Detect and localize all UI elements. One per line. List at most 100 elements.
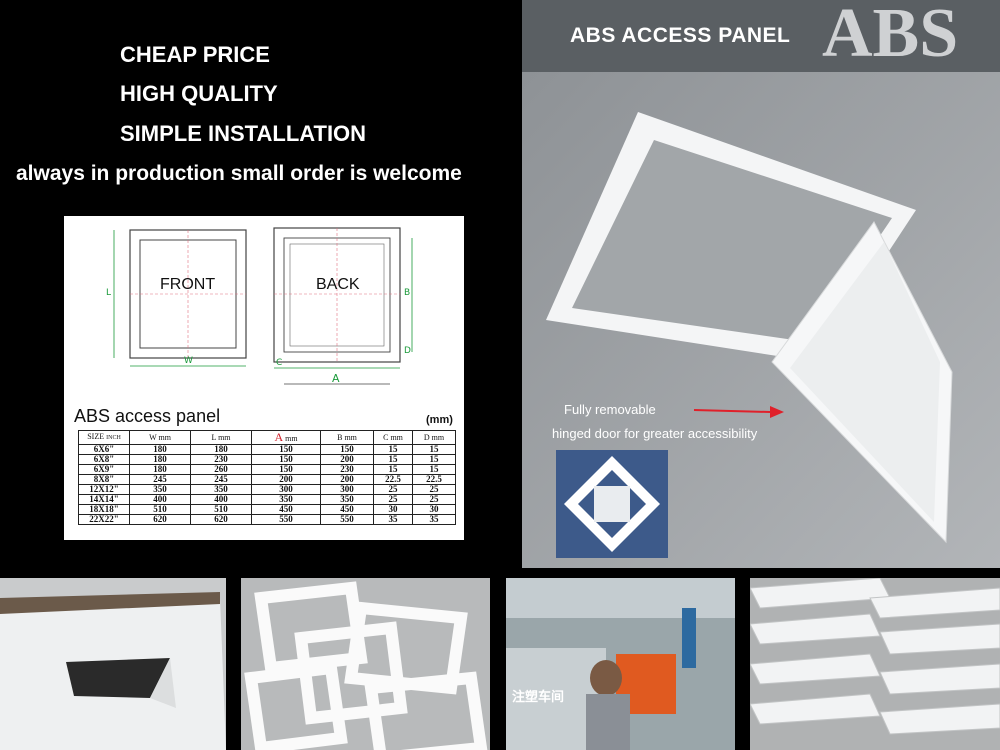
photo-installed-ceiling bbox=[0, 578, 226, 750]
table-cell: 15 bbox=[373, 464, 413, 475]
frame-pile-art bbox=[241, 578, 490, 750]
dim-d: D bbox=[404, 346, 411, 356]
table-cell: 230 bbox=[190, 454, 252, 465]
spec-table-title: ABS access panel bbox=[74, 406, 221, 426]
headline-high-quality: HIGH QUALITY bbox=[120, 81, 278, 106]
dim-l: L bbox=[106, 288, 112, 298]
ceiling-photo-art bbox=[0, 578, 226, 750]
dim-c: C bbox=[276, 358, 283, 368]
header-b-unit: mm bbox=[344, 433, 357, 442]
back-view-label: BACK bbox=[316, 276, 360, 293]
tagline: always in production small order is welc… bbox=[16, 162, 462, 185]
product-photo bbox=[522, 72, 1000, 568]
table-cell: 400 bbox=[129, 494, 191, 505]
table-cell: 550 bbox=[320, 514, 374, 525]
table-cell: 180 bbox=[129, 454, 191, 465]
spec-table: SIZE INCH W mm L mm A mm B mm C mm D mm … bbox=[78, 430, 456, 525]
table-cell: 35 bbox=[373, 514, 413, 525]
table-cell: 510 bbox=[190, 504, 252, 515]
table-cell: 620 bbox=[190, 514, 252, 525]
table-cell: 22X22" bbox=[78, 514, 130, 525]
brand-logo: ABS bbox=[822, 0, 959, 72]
front-view-label: FRONT bbox=[160, 276, 216, 293]
photo-frame-pile bbox=[241, 578, 490, 750]
callout-line-1: Fully removable bbox=[564, 402, 656, 417]
table-cell: 6X6" bbox=[78, 444, 130, 455]
table-cell: 245 bbox=[190, 474, 252, 485]
table-cell: 150 bbox=[251, 444, 321, 455]
table-cell: 22.5 bbox=[412, 474, 456, 485]
table-cell: 25 bbox=[412, 494, 456, 505]
table-cell: 450 bbox=[320, 504, 374, 515]
table-cell: 30 bbox=[373, 504, 413, 515]
table-cell: 230 bbox=[320, 464, 374, 475]
table-cell: 25 bbox=[412, 484, 456, 495]
table-cell: 25 bbox=[373, 484, 413, 495]
header-a-unit: mm bbox=[285, 433, 298, 443]
table-cell: 35 bbox=[412, 514, 456, 525]
header-a: A bbox=[274, 429, 284, 444]
table-cell: 200 bbox=[320, 454, 374, 465]
header-c: C bbox=[383, 433, 389, 442]
header-w: W bbox=[149, 433, 157, 442]
header-b: B bbox=[337, 433, 343, 442]
table-cell: 245 bbox=[129, 474, 191, 485]
header-d-unit: mm bbox=[431, 433, 445, 442]
table-cell: 150 bbox=[251, 464, 321, 475]
dim-w: W bbox=[184, 356, 193, 366]
factory-photo-art bbox=[506, 578, 735, 750]
table-cell: 25 bbox=[373, 494, 413, 505]
table-cell: 6X9" bbox=[78, 464, 130, 475]
spec-table-header: SIZE INCH W mm L mm A mm B mm C mm D mm bbox=[78, 429, 456, 445]
header-inch: INCH bbox=[106, 435, 121, 441]
headline-simple-installation: SIMPLE INSTALLATION bbox=[120, 121, 367, 146]
dim-a: A bbox=[332, 372, 340, 385]
spec-table-unit: (mm) bbox=[426, 414, 453, 426]
table-cell: 260 bbox=[190, 464, 252, 475]
table-cell: 15 bbox=[412, 454, 456, 465]
table-cell: 15 bbox=[412, 464, 456, 475]
product-header-band bbox=[522, 0, 1000, 72]
door-stack-art bbox=[750, 578, 1000, 750]
table-cell: 450 bbox=[251, 504, 321, 515]
table-cell: 18X18" bbox=[78, 504, 130, 515]
table-cell: 150 bbox=[251, 454, 321, 465]
table-cell: 350 bbox=[129, 484, 191, 495]
table-cell: 620 bbox=[129, 514, 191, 525]
product-panel: ABS ACCESS PANEL ABS Fully removable hin… bbox=[522, 0, 1000, 568]
table-cell: 510 bbox=[129, 504, 191, 515]
table-cell: 15 bbox=[373, 444, 413, 455]
table-cell: 6X8" bbox=[78, 454, 130, 465]
product-title: ABS ACCESS PANEL bbox=[570, 24, 791, 47]
table-cell: 550 bbox=[251, 514, 321, 525]
panel-drawing bbox=[113, 227, 413, 385]
table-cell: 180 bbox=[129, 444, 191, 455]
header-w-unit: mm bbox=[158, 433, 171, 442]
table-cell: 200 bbox=[251, 474, 321, 485]
header-size: SIZE bbox=[87, 432, 105, 441]
table-cell: 12X12" bbox=[78, 484, 130, 495]
table-cell: 150 bbox=[320, 444, 374, 455]
table-cell: 350 bbox=[190, 484, 252, 495]
photo-door-stack bbox=[750, 578, 1000, 750]
photo-factory: 注塑车间 bbox=[506, 578, 735, 750]
table-cell: 200 bbox=[320, 474, 374, 485]
table-cell: 15 bbox=[412, 444, 456, 455]
table-cell: 300 bbox=[320, 484, 374, 495]
table-cell: 30 bbox=[412, 504, 456, 515]
callout-line-2: hinged door for greater accessibility bbox=[552, 426, 758, 441]
header-l-unit: mm bbox=[218, 433, 231, 442]
table-cell: 180 bbox=[190, 444, 252, 455]
dim-b: B bbox=[404, 288, 411, 298]
spec-sheet: FRONT BACK L W B C D A ABS access panel … bbox=[64, 216, 464, 540]
table-cell: 400 bbox=[190, 494, 252, 505]
table-cell: 300 bbox=[251, 484, 321, 495]
